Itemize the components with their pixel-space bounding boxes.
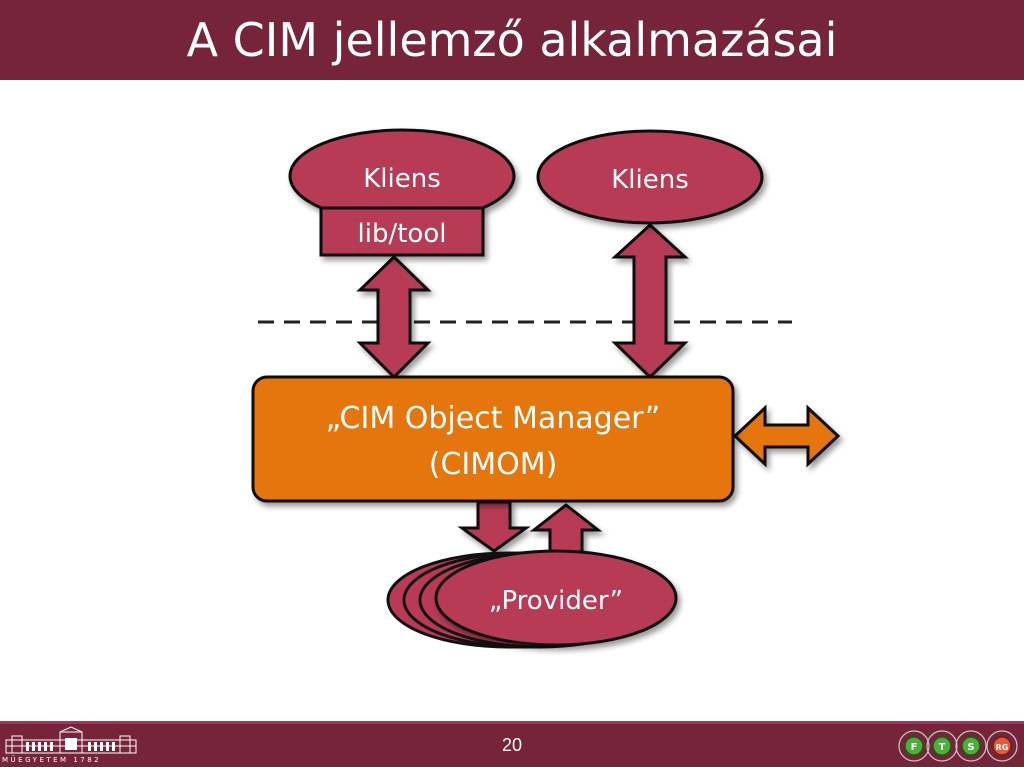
university-building-logo [5, 726, 137, 754]
cimom-external-arrow [732, 404, 841, 468]
right-double-arrow [611, 222, 689, 380]
ftsrg-letter-s: S [967, 742, 974, 753]
university-motto: MŰEGYETEM 1782 [2, 756, 102, 764]
footer-bar [0, 724, 1024, 767]
cimom-box [251, 375, 735, 503]
cimom-label-line1: „CIM Object Manager” [326, 401, 661, 436]
ftsrg-letter-icons [904, 736, 1012, 756]
footer-accent-line [0, 721, 1024, 724]
lib-tool-label: lib/tool [358, 219, 447, 249]
ftsrg-letter-f: F [911, 742, 918, 753]
client-right-ellipse [536, 129, 764, 225]
provider-label: „Provider” [489, 586, 623, 616]
ftsrg-logo: F T S RG [898, 730, 1018, 762]
down-arrow-to-provider [457, 500, 531, 553]
cimom-label-line2: (CIMOM) [429, 447, 558, 482]
page-number: 20 [501, 735, 523, 755]
provider-ellipse-front [434, 549, 678, 647]
ftsrg-letter-rg: RG [996, 743, 1009, 752]
title-bar [0, 0, 1024, 80]
client-left-label: Kliens [363, 164, 441, 194]
ftsrg-letter-t: T [939, 742, 946, 753]
slide-title: A CIM jellemző alkalmazásai [186, 13, 838, 67]
client-right-label: Kliens [611, 165, 689, 195]
left-double-arrow [356, 254, 432, 380]
lib-tool-box [319, 206, 485, 257]
